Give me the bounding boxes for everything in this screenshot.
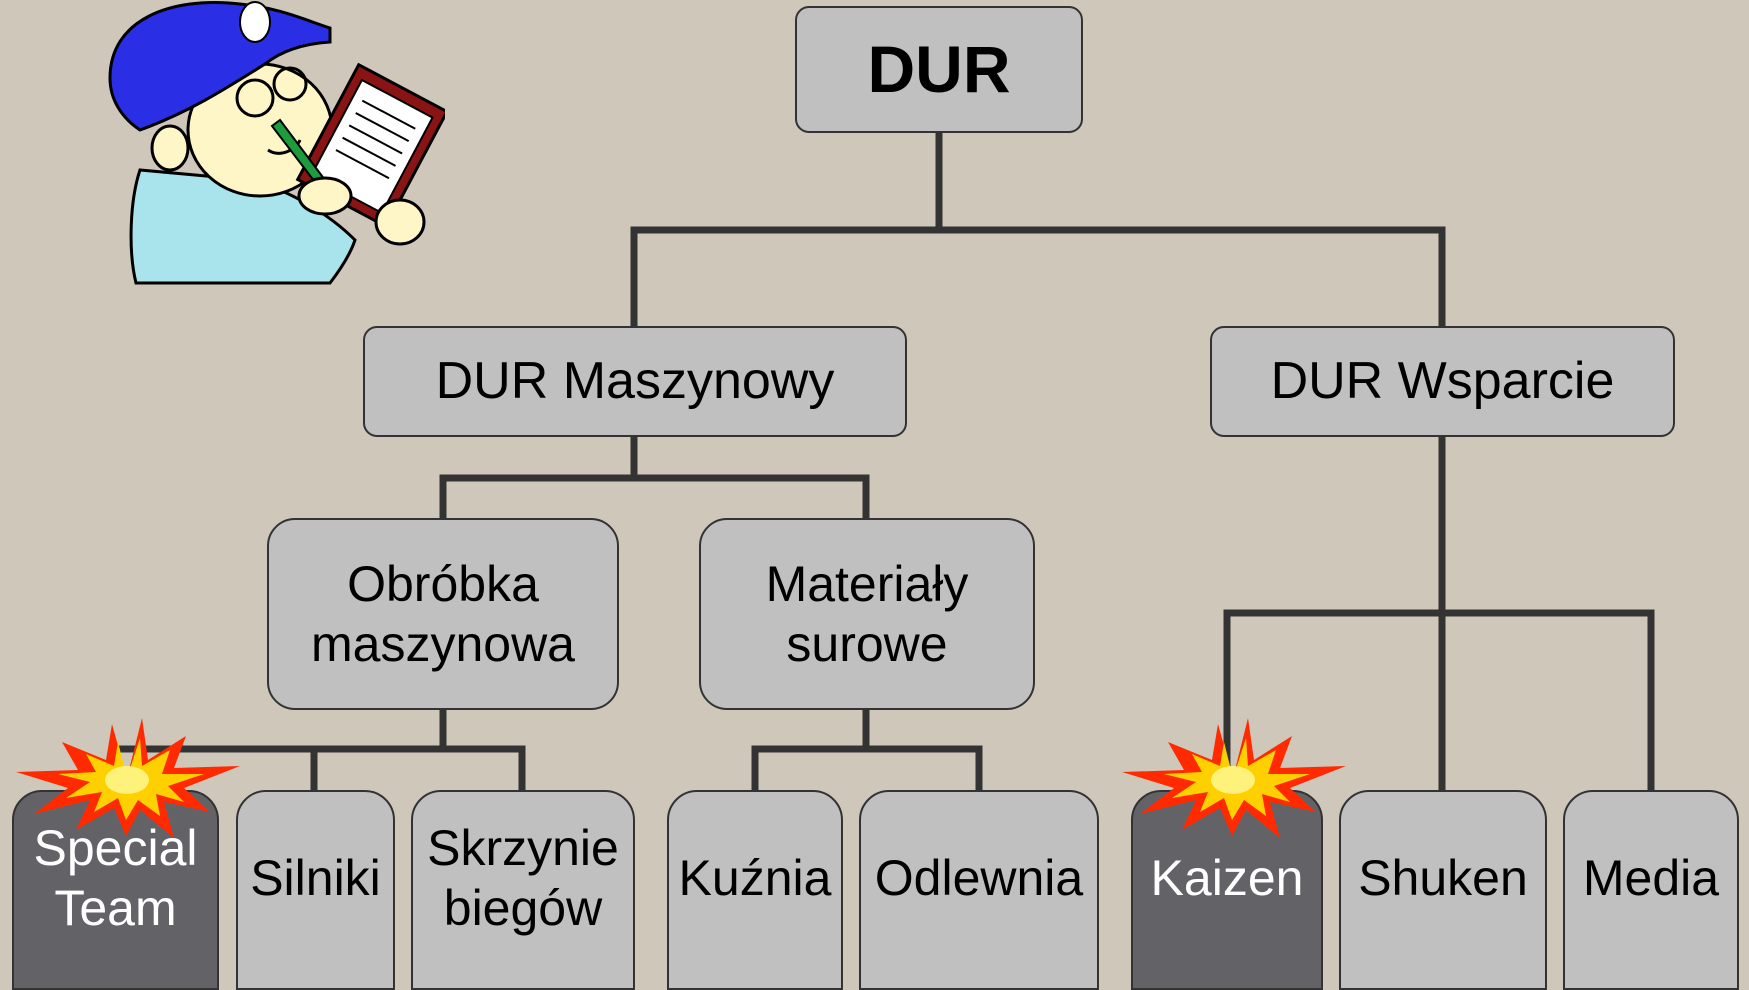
connector-root [630,129,1446,332]
node-root-label: DUR [867,31,1011,106]
connector-materialy [751,706,983,794]
node-dur-maszynowy-label: DUR Maszynowy [435,352,835,411]
node-obrobka-maszynowa: Obróbka maszynowa [267,518,619,710]
node-media-label: Media [1582,850,1720,906]
node-media: Media [1563,790,1739,990]
node-special-team-line2: Team [54,880,177,936]
connector-wsparcie [1223,433,1655,794]
node-obrobka-line2: maszynowa [311,616,575,672]
node-skrzynie-line2: biegów [443,880,603,936]
connector-maszynowy [439,433,870,522]
node-shuken: Shuken [1339,790,1547,990]
node-silniki-label: Silniki [250,850,381,906]
node-skrzynie-biegow: Skrzynie biegów [411,790,635,990]
node-dur-maszynowy: DUR Maszynowy [363,326,907,437]
explosion-burst-icon [1122,718,1346,838]
node-shuken-label: Shuken [1358,850,1528,906]
node-odlewnia-label: Odlewnia [874,850,1084,906]
node-silniki: Silniki [236,790,395,990]
node-root: DUR [795,6,1083,133]
node-kuznia: Kuźnia [667,790,843,990]
node-materialy-line1: Materiały [765,556,969,612]
node-kaizen-label: Kaizen [1150,850,1304,906]
node-skrzynie-line1: Skrzynie [427,820,619,876]
worker-with-clipboard-icon [108,1,445,285]
node-dur-wsparcie: DUR Wsparcie [1210,326,1675,437]
explosion-burst-icon [16,718,240,838]
node-materialy-surowe: Materiały surowe [699,518,1035,710]
node-odlewnia: Odlewnia [859,790,1099,990]
node-dur-wsparcie-label: DUR Wsparcie [1270,352,1615,411]
node-obrobka-line1: Obróbka [347,556,539,612]
node-kuznia-label: Kuźnia [678,850,832,906]
node-materialy-line2: surowe [786,616,948,672]
